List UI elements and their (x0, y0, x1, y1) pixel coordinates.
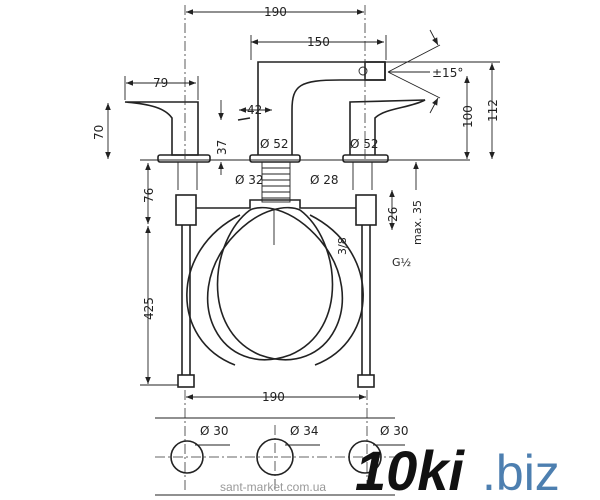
dim-overall-width: 190 (264, 5, 287, 19)
dim-hole-right: Ø 30 (380, 424, 409, 438)
hoses (175, 194, 377, 388)
dim-lever-height: 37 (215, 140, 229, 155)
dim-spout-offset: 42 (247, 103, 262, 117)
dim-supply-thread: G½ (392, 256, 411, 269)
dim-handle-base-diameter: Ø 52 (350, 137, 379, 151)
dim-hose-connection: 3/8 (336, 237, 349, 255)
dim-spout-reach: 150 (307, 35, 330, 49)
dim-handle-height: 70 (92, 125, 106, 140)
logo-main: 10ki (355, 439, 465, 500)
hole-right (348, 440, 382, 474)
dim-hole-left: Ø 30 (200, 424, 229, 438)
dimension-lines (105, 9, 495, 496)
watermark: sant-market.com.ua (220, 480, 326, 494)
dim-hose-length: 425 (142, 297, 156, 320)
mounting-holes (170, 438, 405, 476)
site-logo: 10ki .biz (355, 439, 560, 500)
dim-spray-angle: ±15° (432, 66, 463, 80)
dim-handle-width: 79 (153, 76, 168, 90)
dim-max-deck-thickness: max. 35 (411, 200, 424, 245)
dim-spout-outlet-height: 100 (461, 105, 475, 128)
left-handle (124, 101, 211, 190)
hole-center (256, 438, 294, 476)
dim-spout-total-height: 112 (486, 99, 500, 122)
dim-handle-shank-diameter: Ø 28 (310, 173, 339, 187)
dim-bottom-spacing: 190 (262, 390, 285, 404)
dim-spout-shank-diameter: Ø 32 (235, 173, 264, 187)
logo-tld: .biz (482, 445, 560, 500)
hole-left (170, 440, 204, 474)
spout (237, 61, 386, 245)
dim-spout-base-diameter: Ø 52 (260, 137, 289, 151)
dim-hole-center: Ø 34 (290, 424, 319, 438)
dim-thread-length: 26 (386, 207, 400, 222)
dim-shank-length: 76 (142, 188, 156, 203)
right-handle (342, 99, 426, 190)
